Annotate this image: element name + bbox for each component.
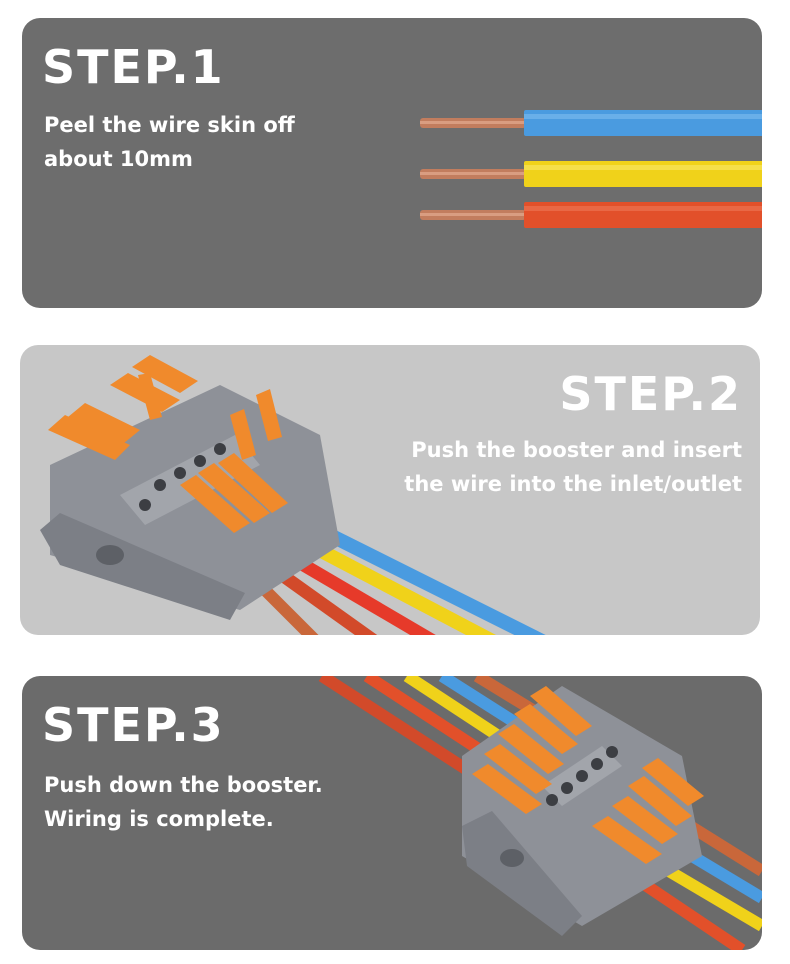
wire-orange-red	[271, 564, 378, 635]
step-2-line-2: the wire into the inlet/outlet	[404, 472, 742, 496]
lever-connector-illustration	[40, 355, 546, 635]
step-3-title: STEP.3	[42, 698, 225, 752]
orange-levers-closed	[472, 686, 704, 864]
blue-wire	[524, 110, 762, 136]
step-1-line-1: Peel the wire skin off	[44, 113, 295, 137]
step-2-card: STEP.2 Push the booster and insert the w…	[20, 345, 760, 635]
wire-bundle-illustration	[420, 110, 762, 228]
step-3-card: STEP.3 Push down the booster. Wiring is …	[22, 676, 762, 950]
mounting-hole-2	[500, 849, 524, 867]
step-1-line-2: about 10mm	[44, 147, 193, 171]
orange-levers	[48, 355, 288, 533]
step-3-line-1: Push down the booster.	[44, 773, 323, 797]
wire-yellow	[306, 538, 497, 635]
step-1-card: STEP.1 Peel the wire skin off about 10mm	[22, 18, 762, 308]
yellow-wire	[524, 161, 762, 187]
step-2-line-1: Push the booster and insert	[411, 438, 742, 462]
wire-out-1	[628, 871, 746, 950]
wire-red	[286, 551, 436, 635]
step-3-line-2: Wiring is complete.	[44, 807, 274, 831]
mounting-hole	[96, 545, 124, 565]
red-wire	[524, 202, 762, 228]
step-1-description: Peel the wire skin off about 10mm	[44, 108, 295, 176]
step-2-title: STEP.2	[559, 367, 742, 421]
step-1-title: STEP.1	[42, 40, 225, 94]
wire-blue	[316, 523, 546, 635]
step-2-description: Push the booster and insert the wire int…	[404, 433, 742, 501]
wire-out-4	[686, 820, 762, 877]
step-3-description: Push down the booster. Wiring is complet…	[44, 768, 323, 836]
connected-connector-illustration	[318, 676, 762, 950]
